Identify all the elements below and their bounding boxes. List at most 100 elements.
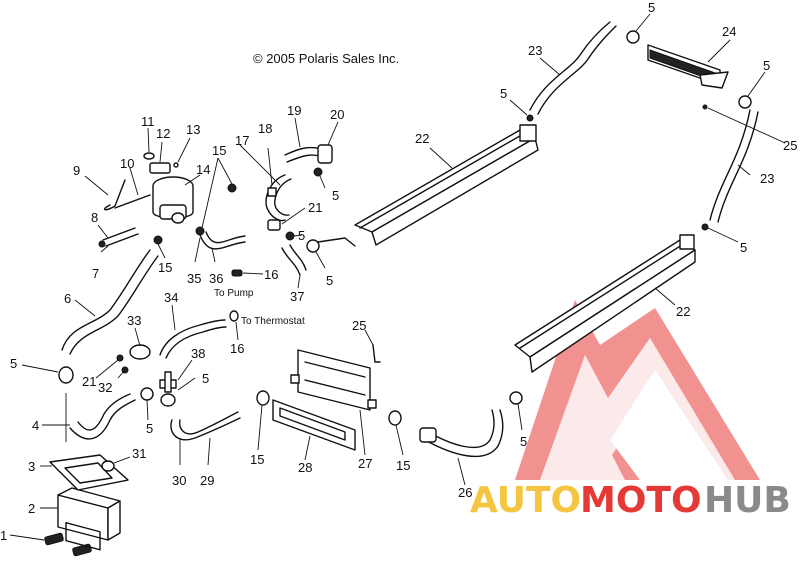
callout-14: 14 [196, 162, 210, 177]
callout-10: 10 [120, 156, 134, 171]
callout-15a: 15 [212, 143, 226, 158]
callout-31: 31 [132, 446, 146, 461]
callout-30: 30 [172, 473, 186, 488]
part-25-bolt [364, 104, 786, 363]
watermark-logo [515, 300, 760, 480]
part-5-caps-center [285, 167, 326, 269]
watermark-auto: AUTO [470, 480, 581, 521]
callout-3: 3 [28, 459, 35, 474]
part-29-30-hoses [170, 411, 241, 466]
callout-26: 26 [458, 485, 472, 500]
to-thermostat-note: To Thermostat [241, 316, 305, 327]
callout-23a: 23 [528, 43, 542, 58]
part-5-cap-4 [140, 387, 154, 421]
part-7-8-fitting [97, 224, 139, 253]
watermark-moto: MOTO [580, 480, 702, 521]
callout-5e: 5 [298, 228, 305, 243]
callout-6: 6 [64, 291, 71, 306]
part-1-clips [9, 532, 92, 557]
part-5-cap-26 [509, 391, 523, 431]
callout-28: 28 [298, 460, 312, 475]
part-14-housing [152, 174, 201, 224]
callout-5h: 5 [648, 0, 655, 15]
callout-5d: 5 [332, 188, 339, 203]
callout-27: 27 [358, 456, 372, 471]
callout-37: 37 [290, 289, 304, 304]
part-2-radiator [40, 487, 121, 551]
callout-12: 12 [156, 126, 170, 141]
callout-25b: 25 [352, 318, 366, 333]
part-26-pipe [419, 409, 504, 486]
callout-4: 4 [32, 418, 39, 433]
part-23-pipe-upper [529, 21, 617, 115]
callout-21b: 21 [82, 374, 96, 389]
callout-25a: 25 [783, 138, 797, 153]
callout-9: 9 [73, 163, 80, 178]
watermark-hub: HUB [704, 480, 791, 521]
callout-8: 8 [91, 210, 98, 225]
callout-19: 19 [287, 103, 301, 118]
callout-32: 32 [98, 380, 112, 395]
callout-5i: 5 [763, 58, 770, 73]
callout-22a: 22 [415, 131, 429, 146]
part-4-hose [42, 393, 136, 442]
callout-5a: 5 [10, 356, 17, 371]
part-17-hose [239, 144, 292, 222]
callout-33: 33 [127, 313, 141, 328]
callout-5j: 5 [740, 240, 747, 255]
callout-5k: 5 [520, 434, 527, 449]
part-6-hose [61, 249, 159, 355]
callout-labels: 1 2 3 4 5 5 5 5 5 5 5 5 5 5 5 6 7 8 9 10… [0, 0, 797, 543]
callout-5b: 5 [146, 421, 153, 436]
part-21-fitting [267, 207, 306, 231]
part-24-cooler [647, 39, 731, 89]
callout-1: 1 [0, 528, 7, 543]
callout-16b: 16 [230, 341, 244, 356]
part-15-clamps [153, 157, 237, 259]
callout-5c: 5 [202, 371, 209, 386]
callout-2: 2 [28, 501, 35, 516]
callout-15b: 15 [158, 260, 172, 275]
callout-15d: 15 [396, 458, 410, 473]
callout-23b: 23 [760, 171, 774, 186]
part-37-hose [281, 244, 307, 289]
part-32-33-34-38 [95, 304, 227, 407]
callout-35: 35 [187, 271, 201, 286]
part-15-caps-lower [256, 390, 404, 456]
watermark-text: AUTO MOTO HUB [470, 480, 791, 521]
callout-22b: 22 [676, 304, 690, 319]
callout-7: 7 [92, 266, 99, 281]
to-pump-note: To Pump [214, 288, 254, 299]
part-9-strap [84, 175, 126, 211]
callout-17: 17 [235, 133, 249, 148]
callout-16a: 16 [264, 267, 278, 282]
callout-5f: 5 [326, 273, 333, 288]
callout-20: 20 [330, 107, 344, 122]
callout-15c: 15 [250, 452, 264, 467]
part-11-12-13 [143, 127, 191, 174]
callout-21a: 21 [308, 200, 322, 215]
callout-11: 11 [141, 114, 155, 129]
callout-38: 38 [191, 346, 205, 361]
callout-34: 34 [164, 290, 178, 305]
part-10-rod [114, 167, 151, 209]
part-19-hose [284, 117, 339, 164]
callout-18: 18 [258, 121, 272, 136]
part-28-frame [272, 399, 356, 461]
part-3-bracket [40, 454, 129, 491]
callout-29: 29 [200, 473, 214, 488]
part-16-fittings [229, 269, 264, 341]
callout-36: 36 [209, 271, 223, 286]
part-5-cap-left [21, 364, 74, 384]
part-36-hose [194, 231, 246, 263]
part-22-rail-upper [317, 124, 539, 247]
callout-5g: 5 [500, 86, 507, 101]
part-31-grommet [101, 456, 131, 472]
part-22-rail-lower [514, 234, 696, 373]
copyright-text: © 2005 Polaris Sales Inc. [253, 51, 399, 66]
callout-24: 24 [722, 24, 736, 39]
part-23-pipe-lower [709, 109, 759, 223]
part-5-caps-right [509, 13, 766, 243]
callout-13: 13 [186, 122, 200, 137]
